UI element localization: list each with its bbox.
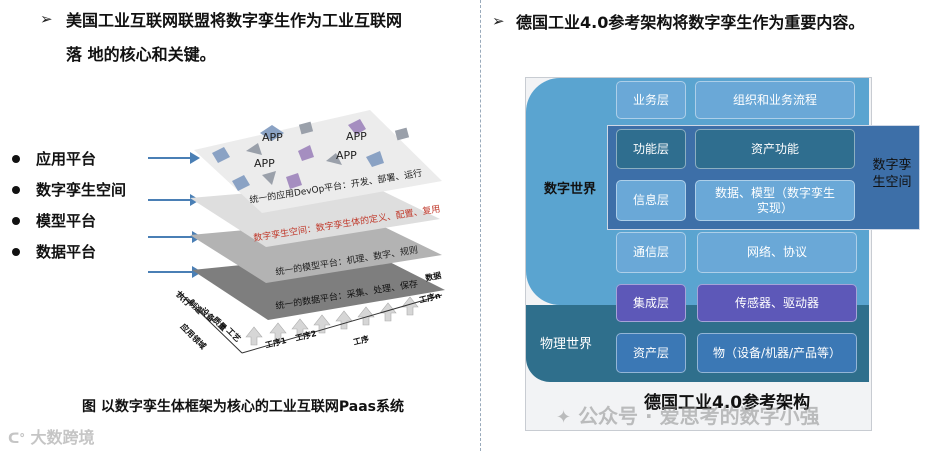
data-tag-label: 数据 — [424, 270, 442, 283]
app-shape-icon — [298, 145, 314, 161]
left-heading-line2: 落 地的核心和关键。 — [66, 45, 216, 64]
app-shape-icon — [298, 121, 314, 135]
process-axis — [241, 294, 443, 354]
app-shape-icon — [262, 171, 276, 185]
figure-caption: 图 以数字孪生体框架为核心的工业互联网Paas系统 — [82, 399, 404, 415]
up-arrow-icon — [357, 306, 375, 326]
scenario-label: 应用领域 — [179, 321, 209, 351]
watermark-bottom-left: ᑕᐤ 大数跨境 — [8, 428, 95, 447]
app-shape-icon — [366, 151, 384, 167]
digital-world-label: 数字世界 — [544, 182, 597, 197]
up-arrow-icon — [269, 322, 287, 342]
arrow-right-icon — [148, 152, 200, 164]
app-shape-icon — [348, 119, 366, 135]
app-shape-icon — [394, 127, 410, 141]
app-shape-icon — [260, 125, 284, 141]
app-label: APP — [336, 149, 357, 162]
vertical-divider — [480, 0, 481, 451]
rami-title: 德国工业4.0参考架构 — [644, 393, 811, 413]
scenario-axis — [177, 290, 243, 354]
app-shape-icon — [232, 175, 250, 191]
up-arrows-group — [245, 296, 419, 346]
content-integration: 传感器、驱动器 — [697, 284, 857, 322]
paas-layer-stack: APP APP APP APP 统一的应用DevOp平台：开发、部署、运行 数字… — [175, 110, 445, 354]
layer-asset: 资产层 — [616, 333, 686, 373]
bullet-dot-icon — [12, 247, 20, 256]
bullet-dot-icon — [12, 185, 20, 194]
app-shape-icon — [326, 153, 342, 165]
process-label: 工序 — [352, 333, 370, 347]
content-information: 数据、模型（数字孪生实现） — [695, 180, 855, 221]
right-heading: 德国工业4.0参考架构将数字孪生作为重要内容。 — [516, 13, 865, 32]
physical-world-label: 物理世界 — [540, 337, 593, 352]
app-shape-icon — [246, 143, 262, 155]
logo-icon: ᑕᐤ — [8, 431, 25, 447]
content-business: 组织和业务流程 — [695, 81, 855, 119]
side-label: 工艺 — [225, 325, 243, 343]
app-shape-icon — [286, 173, 302, 189]
bullet-dot-icon — [12, 216, 20, 225]
bullet-item: 模型平台 — [12, 205, 192, 236]
bullet-item: 数据平台 — [12, 236, 192, 267]
up-arrow-icon — [291, 318, 309, 338]
up-arrow-icon — [401, 296, 419, 316]
content-asset: 物（设备/机器/产品等） — [697, 333, 857, 373]
bullet-dot-icon — [12, 154, 20, 163]
left-heading-line1: 美国工业互联网联盟将数字孪生作为工业互联网 — [66, 11, 403, 30]
triangle-bullet-icon: ➢ — [492, 12, 505, 30]
triangle-bullet-icon: ➢ — [40, 10, 53, 28]
up-arrow-icon — [379, 302, 397, 322]
content-function: 资产功能 — [695, 129, 855, 169]
content-communication: 网络、协议 — [697, 232, 857, 273]
watermark-bottom-right: ✦ 公众号 · 爱思考的数字小强 — [556, 404, 820, 428]
digital-twin-space-label: 数字孪生空间 — [872, 158, 912, 190]
layer-function: 功能层 — [616, 129, 686, 169]
up-arrow-icon — [335, 310, 353, 330]
layer-business: 业务层 — [616, 81, 686, 119]
app-shape-icon — [212, 147, 230, 163]
layer-communication: 通信层 — [616, 232, 686, 273]
platform-bullet-list: 应用平台 数字孪生空间 模型平台 数据平台 — [12, 143, 192, 267]
up-arrow-icon — [245, 326, 263, 346]
bullet-item: 数字孪生空间 — [12, 174, 192, 205]
app-label: APP — [346, 130, 367, 143]
app-layer — [194, 110, 442, 213]
layer-integration: 集成层 — [616, 284, 686, 322]
wechat-icon: ✦ — [556, 407, 572, 428]
app-label: APP — [254, 157, 275, 170]
bullet-item: 应用平台 — [12, 143, 192, 174]
layer-information: 信息层 — [616, 180, 686, 221]
app-label: APP — [262, 131, 283, 144]
